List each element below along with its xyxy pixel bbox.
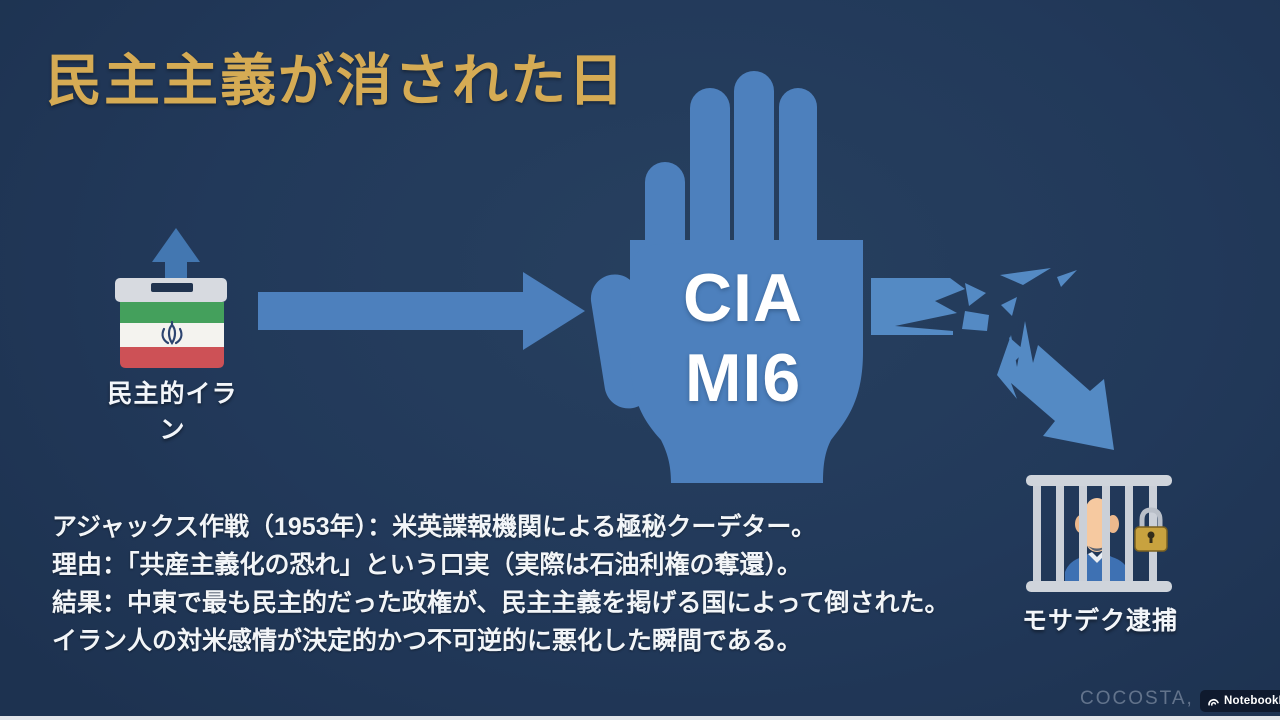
jail-bottom-rail [1026, 581, 1172, 592]
jail-top-rail [1026, 475, 1172, 486]
right-arrow-icon [258, 272, 585, 350]
description-block: アジャックス作戦（1953年）：米英諜報機関による極秘クーデター。 理由：「共産… [52, 508, 952, 660]
notebooklm-badge-label: NotebookLM [1224, 695, 1280, 707]
watermark-text: COCOSTA, [1080, 688, 1194, 709]
ballot-slot [151, 283, 193, 292]
jail-icon [1026, 475, 1172, 592]
jail-bars [1033, 480, 1157, 588]
description-line: 結果：中東で最も民主的だった政権が、民主主義を掲げる国によって倒された。 [52, 589, 950, 617]
page-title: 民主主義が消された日 [46, 49, 626, 112]
notebooklm-badge: NotebookLM [1200, 690, 1280, 712]
description-line: 理由：「共産主義化の恐れ」という口実（実際は石油利権の奪還）。 [52, 551, 803, 579]
broken-arrow-icon [871, 268, 1114, 450]
hand-agency-text: CIA MI6 [623, 258, 863, 418]
iran-flag [120, 302, 224, 368]
ballot-box-icon [115, 228, 227, 368]
description-line: アジャックス作戦（1953年）：米英諜報機関による極秘クーデター。 [52, 513, 817, 541]
description-line: イラン人の対米感情が決定的かつ不可逆的に悪化した瞬間である。 [52, 627, 802, 655]
padlock-icon [1134, 507, 1168, 552]
iran-emblem-icon [161, 320, 183, 345]
jail-label: モサデク逮捕 [1021, 607, 1178, 635]
stop-hand-icon [590, 71, 863, 483]
notebooklm-logo-icon [1208, 698, 1219, 706]
ballot-box-label: 民主的イラン [107, 380, 238, 444]
cia-label: CIA [682, 260, 804, 336]
prisoner-icon [1065, 498, 1129, 584]
mi6-label: MI6 [684, 340, 802, 416]
bottom-edge-strip [0, 716, 1280, 720]
